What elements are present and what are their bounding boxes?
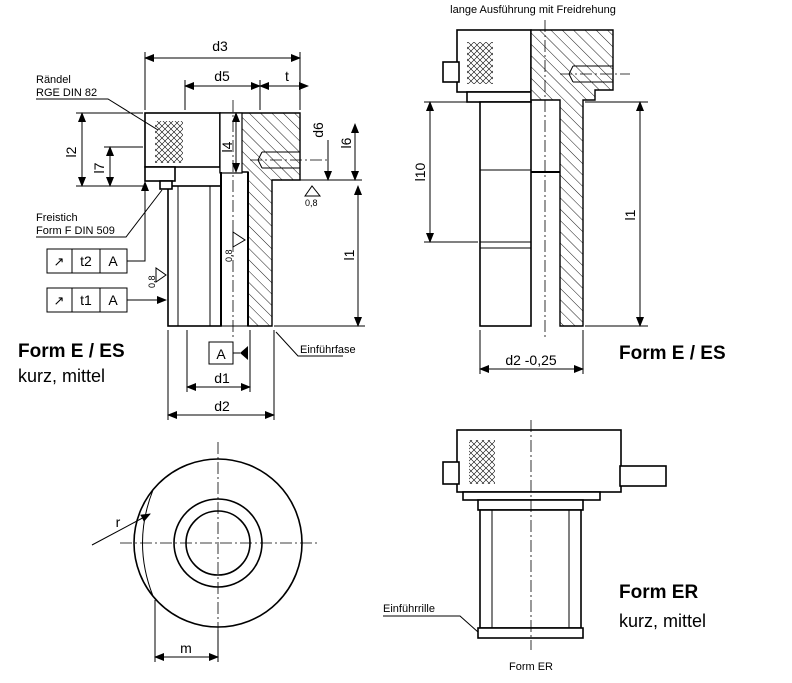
tol-t1-value: t1	[80, 292, 92, 308]
tol-t1-symbol: ↗	[54, 293, 65, 308]
datum-a-label: A	[216, 346, 226, 362]
tol-t2-symbol: ↗	[54, 254, 65, 269]
top-view: r m	[91, 442, 320, 662]
roughness-2: 0,8	[224, 249, 234, 262]
dim-d3: d3	[212, 38, 228, 54]
tol-t2-value: t2	[80, 253, 92, 269]
tol-t1-datum: A	[108, 292, 118, 308]
dim-d2-left: d2	[214, 398, 230, 414]
label-freistich-2: Form F DIN 509	[36, 225, 115, 237]
form-e-sub-left: kurz, mittel	[18, 366, 105, 386]
label-freistich-1: Freistich	[36, 212, 78, 224]
label-raendel-1: Rändel	[36, 74, 71, 86]
dim-t: t	[285, 68, 289, 84]
dim-l7: l7	[91, 162, 107, 173]
form-e-title-left: Form E / ES	[18, 341, 125, 362]
left-dimensions: d3 d5 t l2 l7 l4 d6 l6 l1 d1 d2	[63, 38, 365, 420]
right-section-view: l10 l1 d2 -0,25	[412, 20, 648, 374]
label-einfuehrrille: Einführrille	[383, 603, 435, 615]
roughness-1: 0,8	[305, 198, 318, 208]
form-er-sub: kurz, mittel	[619, 611, 706, 631]
left-labels: Rändel RGE DIN 82 Freistich Form F DIN 5…	[36, 74, 356, 357]
dim-l2: l2	[63, 146, 79, 157]
dim-d1: d1	[214, 370, 230, 386]
datum-a: A	[208, 341, 248, 365]
dim-d5: d5	[214, 68, 230, 84]
dim-l1-left: l1	[341, 249, 357, 260]
caption-long-version: lange Ausführung mit Freidrehung	[450, 4, 616, 16]
tol-t2-datum: A	[108, 253, 118, 269]
dim-l4: l4	[219, 141, 235, 152]
form-er-view: Einführrille Form ER	[383, 420, 667, 673]
dim-m: m	[180, 640, 192, 656]
dim-l6: l6	[338, 137, 354, 148]
form-e-title-right: Form E / ES	[619, 343, 726, 364]
label-einfuehrfase: Einführfase	[300, 344, 356, 356]
tolerance-frame-t1: ↗ t1 A	[46, 287, 167, 313]
left-section-view	[144, 100, 330, 340]
caption-form-er: Form ER	[509, 661, 553, 673]
tolerance-frame-t2: ↗ t2 A	[46, 181, 149, 274]
roughness-3: 0,8	[147, 275, 157, 288]
label-raendel-2: RGE DIN 82	[36, 87, 97, 99]
dim-d2-right: d2 -0,25	[505, 352, 557, 368]
dim-l10: l10	[412, 162, 428, 181]
dim-d6: d6	[310, 122, 326, 138]
dim-r: r	[116, 514, 121, 530]
form-er-title: Form ER	[619, 582, 698, 603]
dim-l1-right: l1	[622, 209, 638, 220]
